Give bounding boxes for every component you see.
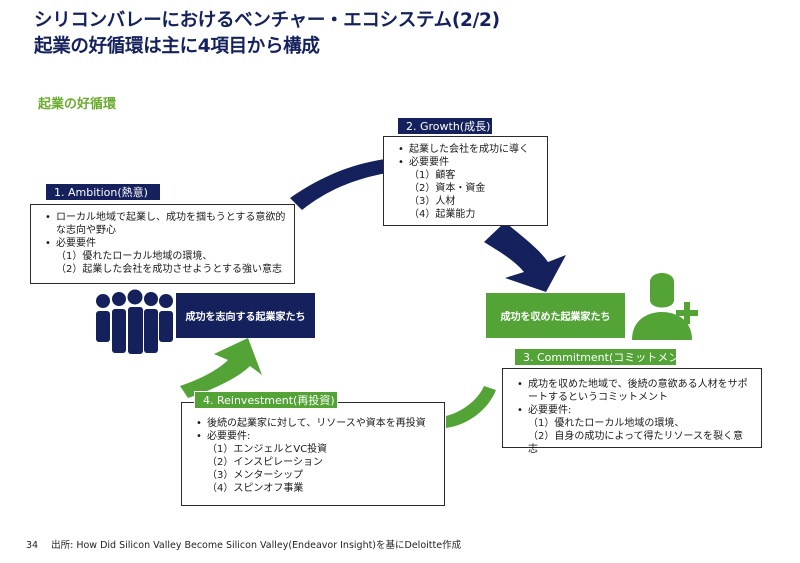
- growth-req-4: （4）起業能力: [409, 209, 476, 220]
- growth-header: 2. Growth(成長): [397, 117, 493, 135]
- reinvestment-req-3: （3）メンターシップ: [207, 470, 304, 481]
- growth-bullet-1: 起業した会社を成功に導く: [398, 143, 539, 156]
- commitment-req-2: （2）自身の成功によって得たリソースを裂く意志: [528, 431, 744, 455]
- source-note: 出所: How Did Silicon Valley Become Silico…: [51, 540, 462, 551]
- commitment-box: 成功を収めた地域で、後続の意欲ある人材をサポートするというコミットメント 必要要…: [502, 368, 762, 455]
- growth-req-3: （3）人材: [409, 196, 456, 207]
- ambition-req-1: （1）優れたローカル地域の環境、: [56, 251, 213, 262]
- people-group-icon: [96, 289, 173, 354]
- reinvestment-bullet-2: 必要要件:: [196, 430, 436, 443]
- reinvestment-req-4: （4）スピンオフ事業: [207, 483, 304, 494]
- growth-box: 起業した会社を成功に導く 必要要件 （1）顧客 （2）資本・資金 （3）人材 （…: [383, 136, 548, 226]
- section-label: 起業の好循環: [38, 97, 117, 112]
- ambition-req-2: （2）起業した会社を成功させようとする強い意志: [56, 264, 283, 275]
- reinvestment-req-1: （1）エンジェルとVC投資: [207, 444, 328, 455]
- footer: 34 出所: How Did Silicon Valley Become Sil…: [26, 537, 461, 551]
- growth-req-2: （2）資本・資金: [409, 183, 486, 194]
- title-line-1: シリコンバレーにおけるベンチャー・エコシステム(2/2): [34, 10, 500, 31]
- growth-req-1: （1）顧客: [409, 170, 456, 181]
- successful-entrepreneurs-box: 成功を収めた起業家たち: [486, 293, 625, 338]
- commitment-header: 3. Commitment(コミットメント): [514, 348, 695, 366]
- reinvestment-header: 4. Reinvestment(再投資): [194, 391, 338, 409]
- arrow-commitment-to-reinvestment: [446, 386, 496, 428]
- page-title: シリコンバレーにおけるベンチャー・エコシステム(2/2) 起業の好循環は主に4項…: [34, 8, 500, 60]
- aspiring-entrepreneurs-box: 成功を志向する起業家たち: [176, 293, 315, 338]
- arrow-reinvestment-to-aspiring: [180, 338, 262, 398]
- reinvestment-bullet-1: 後続の起業家に対して、リソースや資本を再投資: [196, 417, 436, 430]
- arrow-growth-to-success: [484, 222, 566, 292]
- page-number: 34: [26, 540, 39, 551]
- growth-bullet-2: 必要要件: [398, 156, 539, 169]
- arrow-ambition-to-growth: [290, 158, 392, 210]
- reinvestment-box: 後続の起業家に対して、リソースや資本を再投資 必要要件: （1）エンジェルとVC…: [181, 402, 445, 506]
- ambition-header: 1. Ambition(熱意): [45, 183, 161, 201]
- reinvestment-req-2: （2）インスピレーション: [207, 457, 323, 468]
- title-line-2: 起業の好循環は主に4項目から構成: [34, 36, 320, 57]
- commitment-bullet-1: 成功を収めた地域で、後続の意欲ある人材をサポートするというコミットメント: [517, 378, 753, 404]
- ambition-box: ローカル地域で起業し、成功を掴もうとする意欲的な志向や野心 必要要件 （1）優れ…: [30, 204, 295, 284]
- ambition-bullet-1: ローカル地域で起業し、成功を掴もうとする意欲的な志向や野心: [45, 211, 286, 237]
- ambition-bullet-2: 必要要件: [45, 237, 286, 250]
- commitment-bullet-2: 必要要件:: [517, 404, 753, 417]
- commitment-req-1: （1）優れたローカル地域の環境、: [528, 418, 685, 429]
- add-person-icon: [632, 273, 698, 340]
